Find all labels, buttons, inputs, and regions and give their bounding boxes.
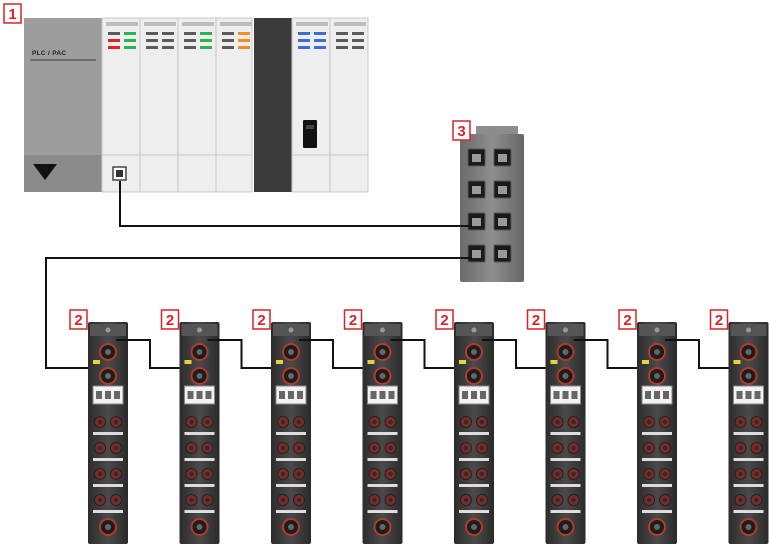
plc-comm-slots — [291, 17, 369, 193]
plc-led — [146, 39, 158, 42]
plc-led — [314, 32, 326, 35]
io-module-chain: 2 2 2 2 2 2 2 2 — [69, 309, 769, 544]
cable-io-daisy-chain — [573, 339, 653, 369]
cable-switch-to-io — [45, 257, 472, 369]
cable-io-daisy-chain — [665, 339, 745, 369]
plc-led — [124, 39, 136, 42]
plc-led — [336, 46, 348, 49]
io-status-led — [642, 360, 649, 364]
plc-led — [162, 46, 174, 49]
plc-led — [184, 46, 196, 49]
io-module — [728, 322, 769, 544]
io-module — [88, 322, 128, 544]
io-status-led — [93, 360, 100, 364]
callout-plc: 1 — [3, 3, 22, 24]
io-status-led — [459, 360, 466, 364]
callout-io-module: 2 — [160, 309, 180, 330]
cable-io-daisy-chain — [482, 339, 562, 369]
plc-led — [108, 39, 120, 42]
plc-led — [222, 32, 234, 35]
plc-led — [336, 32, 348, 35]
svg-text:2: 2 — [623, 312, 631, 329]
plc-led — [298, 32, 310, 35]
plc-led — [238, 46, 250, 49]
plc-led — [352, 46, 364, 49]
plc-divider-bar — [254, 18, 292, 192]
plc-led — [298, 39, 310, 42]
plc-status-leds — [106, 22, 366, 49]
callout-io-module: 2 — [618, 309, 637, 330]
io-module — [362, 322, 403, 544]
svg-text:2: 2 — [74, 312, 82, 329]
io-module — [271, 322, 311, 544]
plc-led — [162, 39, 174, 42]
plc-down-arrow-icon — [33, 164, 57, 180]
plc-led — [238, 39, 250, 42]
plc-led — [200, 32, 212, 35]
io-status-led — [550, 360, 558, 364]
callout-switch: 3 — [452, 120, 471, 141]
io-module — [179, 322, 220, 544]
plc-led — [146, 46, 158, 49]
io-status-led — [733, 360, 741, 364]
cable-io-daisy-chain — [390, 339, 470, 369]
plc-led — [108, 32, 120, 35]
plc-led — [298, 46, 310, 49]
callout-io-module: 2 — [709, 309, 729, 330]
plc-led — [146, 32, 158, 35]
svg-text:2: 2 — [715, 312, 723, 329]
plc-led — [222, 39, 234, 42]
plc-led — [200, 39, 212, 42]
plc-label: PLC / PAC — [32, 50, 66, 57]
svg-text:2: 2 — [257, 312, 265, 329]
svg-text:2: 2 — [532, 312, 540, 329]
plc-led — [314, 39, 326, 42]
cable-io-daisy-chain — [299, 339, 379, 369]
plc-led — [352, 39, 364, 42]
io-module — [454, 322, 494, 544]
plc-io-slots — [101, 17, 253, 193]
switch-ports — [467, 148, 512, 263]
callout-io-module: 2 — [343, 309, 363, 330]
plc-led — [200, 46, 212, 49]
io-status-led — [276, 360, 283, 364]
io-status-led — [184, 360, 192, 364]
plc-comm-module-icon — [303, 120, 317, 148]
plc-led — [162, 32, 174, 35]
plc-led — [222, 46, 234, 49]
plc-led — [108, 46, 120, 49]
svg-text:2: 2 — [440, 312, 448, 329]
io-status-led — [367, 360, 375, 364]
callout-io-module: 2 — [69, 309, 88, 330]
plc-led — [124, 46, 136, 49]
plc-led — [314, 46, 326, 49]
plc-led — [238, 32, 250, 35]
plc-rack: PLC / PAC — [24, 17, 369, 193]
svg-text:2: 2 — [349, 312, 357, 329]
plc-led — [336, 39, 348, 42]
callout-io-module: 2 — [526, 309, 546, 330]
callout-io-module: 2 — [435, 309, 454, 330]
cable-plc-to-switch — [119, 181, 472, 227]
plc-led — [184, 32, 196, 35]
cable-io-daisy-chain — [207, 339, 287, 369]
callout-io-module: 2 — [252, 309, 271, 330]
plc-led — [352, 32, 364, 35]
cable-io-daisy-chain — [116, 339, 196, 369]
io-module — [545, 322, 586, 544]
io-module — [637, 322, 677, 544]
svg-text:3: 3 — [457, 123, 465, 140]
ethernet-switch — [460, 126, 524, 282]
plc-led — [124, 32, 136, 35]
svg-text:1: 1 — [8, 6, 16, 23]
svg-text:2: 2 — [166, 312, 174, 329]
plc-led — [184, 39, 196, 42]
